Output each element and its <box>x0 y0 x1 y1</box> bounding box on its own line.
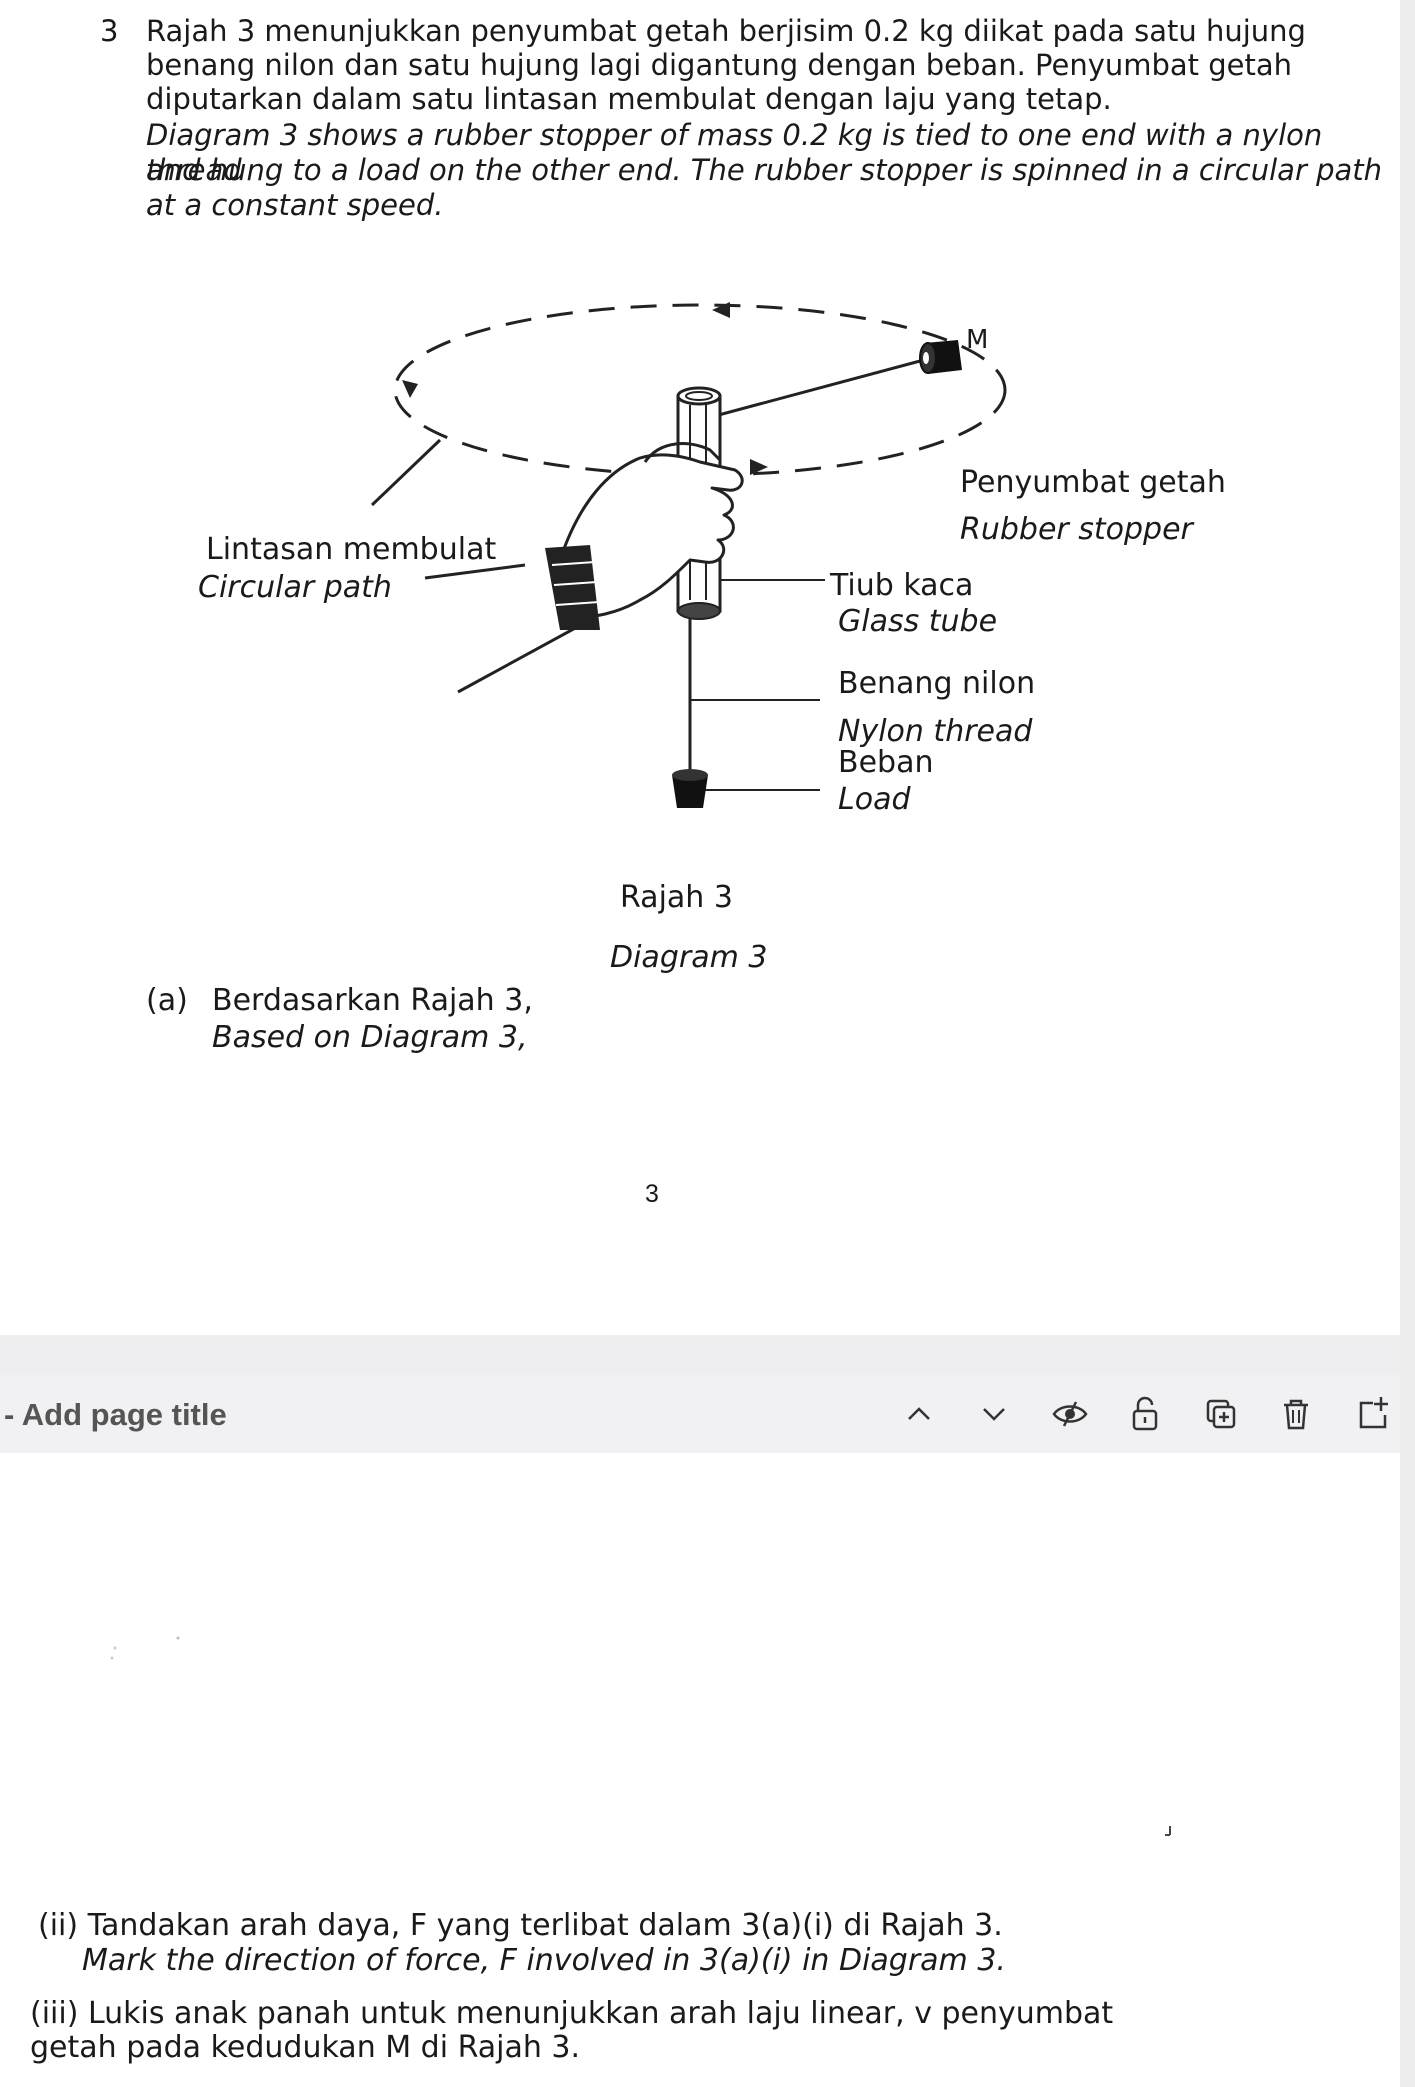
page-number: 3 <box>645 1180 659 1208</box>
add-page-title-button[interactable]: - Add page title <box>4 1397 227 1432</box>
question-ii-english: Mark the direction of force, F involved … <box>82 1943 1006 1978</box>
label-path-malay: Lintasan membulat <box>206 532 497 567</box>
duplicate-icon[interactable] <box>1200 1393 1242 1435</box>
label-load-malay: Beban <box>838 745 934 780</box>
question-english-line-2: and hung to a load on the other end. The… <box>146 153 1383 187</box>
diagram-3-illustration <box>370 302 1007 808</box>
question-iii-line-2: getah pada kedudukan M di Rajah 3. <box>30 2030 581 2065</box>
right-scroll-gutter <box>1400 0 1415 2087</box>
label-thread-malay: Benang nilon <box>838 666 1036 701</box>
label-stopper-malay: Penyumbat getah <box>960 465 1226 500</box>
path-arrow-front <box>750 459 768 475</box>
leader-circular-path-lower <box>424 563 526 580</box>
path-arrow-left <box>402 380 418 398</box>
part-a-label: (a) <box>146 983 188 1018</box>
question-malay-line-1: Rajah 3 menunjukkan penyumbat getah berj… <box>146 14 1306 48</box>
label-path-english: Circular path <box>198 570 392 605</box>
chevron-down-icon[interactable] <box>973 1393 1015 1435</box>
worksheet-page: 3 Rajah 3 menunjukkan penyumbat getah be… <box>100 14 1383 1208</box>
question-malay-line-3: diputarkan dalam satu lintasan membulat … <box>146 82 1112 116</box>
question-english-line-1: Diagram 3 shows a rubber stopper of mass… <box>146 118 1323 187</box>
page-2-faint-marks <box>110 1636 1171 1836</box>
label-stopper-english: Rubber stopper <box>960 512 1193 547</box>
question-english-line-3: at a constant speed. <box>146 188 444 222</box>
question-ii-malay: (ii) Tandakan arah daya, F yang terlibat… <box>38 1908 1003 1943</box>
eye-hidden-icon[interactable] <box>1049 1393 1091 1435</box>
label-tube-english: Glass tube <box>838 604 998 639</box>
question-malay-line-2: benang nilon dan satu hujung lagi digant… <box>146 48 1293 82</box>
leader-circular-path-upper <box>370 438 442 507</box>
rubber-stopper-m <box>919 340 962 374</box>
label-tube-malay: Tiub kaca <box>830 568 974 603</box>
label-thread-english: Nylon thread <box>838 714 1033 749</box>
part-a-malay: Berdasarkan Rajah 3, <box>212 983 533 1018</box>
hand-holding-tube <box>558 442 744 619</box>
sleeve-cuff <box>545 545 600 630</box>
marker-m: M <box>966 325 989 355</box>
diagram-caption-malay: Rajah 3 <box>620 880 733 915</box>
page-gap <box>0 1335 1400 1375</box>
lock-icon[interactable] <box>1124 1393 1166 1435</box>
label-load-english: Load <box>838 782 911 817</box>
leader-arm <box>457 618 591 694</box>
part-a-english: Based on Diagram 3, <box>212 1020 528 1055</box>
trash-icon[interactable] <box>1275 1393 1317 1435</box>
circular-path-ellipse <box>393 303 1007 477</box>
load-weight <box>672 775 708 808</box>
question-iii-line-1: (iii) Lukis anak panah untuk menunjukkan… <box>30 1996 1114 2031</box>
add-page-icon[interactable] <box>1351 1393 1393 1435</box>
thread-to-stopper <box>699 355 936 422</box>
page-toolbar: - Add page title <box>0 1375 1400 1453</box>
path-arrow-top <box>712 302 730 318</box>
question-number: 3 <box>100 14 119 48</box>
chevron-up-icon[interactable] <box>898 1393 940 1435</box>
worksheet-page-2: (ii) Tandakan arah daya, F yang terlibat… <box>0 1453 1400 2087</box>
diagram-caption-english: Diagram 3 <box>610 940 768 975</box>
